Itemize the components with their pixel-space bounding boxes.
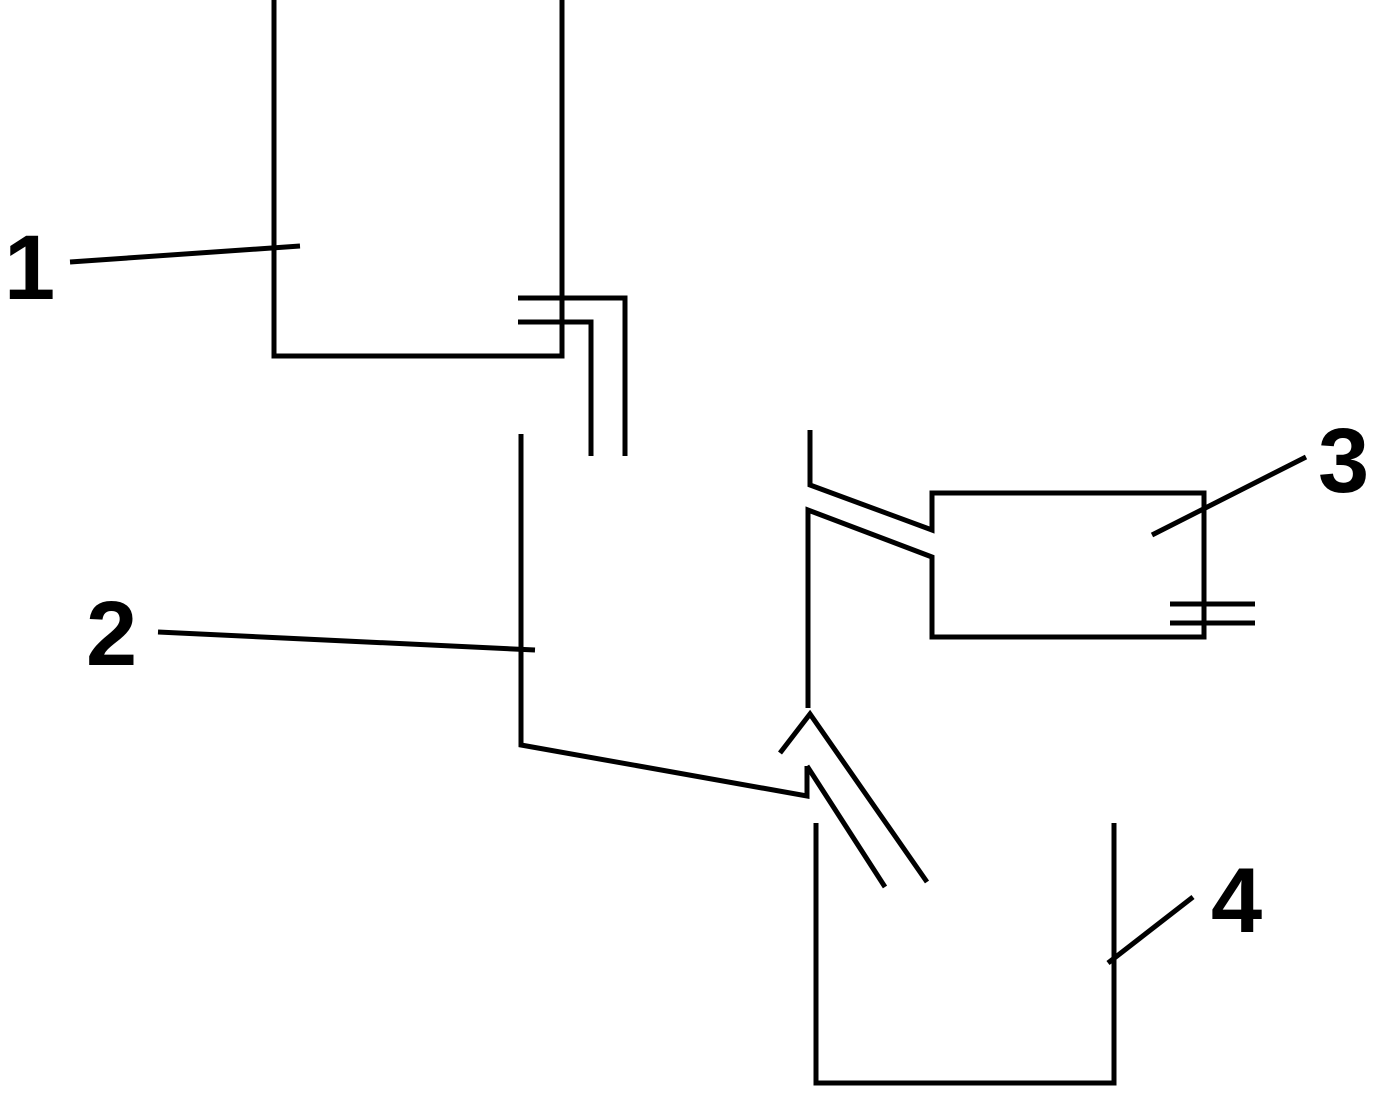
- leader-line-3: [1150, 454, 1308, 538]
- discharge-chute: [778, 709, 930, 889]
- vessel-3: [805, 430, 1255, 708]
- tank-4: [813, 823, 1117, 1086]
- tank-4-body: [813, 823, 1117, 1086]
- chute-lower-wall: [804, 764, 888, 889]
- vessel-2: [518, 434, 810, 799]
- labels: 1 2 3 4: [4, 217, 1369, 952]
- vessel-2-body: [518, 434, 810, 799]
- leader-line-2: [157, 629, 536, 653]
- leader-lines: [69, 243, 1308, 965]
- tank-1: [271, 0, 628, 456]
- label-1: 1: [4, 217, 55, 319]
- chute-upper-wall: [778, 709, 930, 884]
- vessel-3-inlet-pipe-upper: [805, 430, 1207, 708]
- leader-line-4: [1106, 895, 1195, 965]
- tank-1-body: [271, 0, 565, 359]
- label-2: 2: [86, 583, 137, 685]
- leader-line-1: [69, 243, 301, 265]
- label-3: 3: [1318, 410, 1369, 512]
- tank-1-outlet-pipe-inner: [518, 319, 594, 456]
- label-4: 4: [1211, 850, 1262, 952]
- tank-1-outlet-pipe-outer: [518, 295, 628, 456]
